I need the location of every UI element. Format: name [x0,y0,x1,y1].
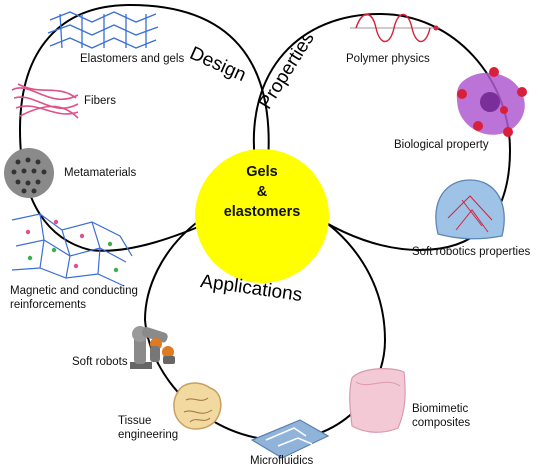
reinforcement-network-icon [11,213,133,287]
metamaterial-sphere-icon [4,148,54,198]
tissue-icon [173,382,222,430]
biological-property-label: Biological property [394,139,489,151]
center-circle [195,149,329,283]
soft-robots-label: Soft robots [72,356,128,368]
composite-icon [349,368,406,433]
center-title: Gels & elastomers [200,162,324,222]
metamaterials-label: Metamaterials [64,167,137,179]
center-line-3: elastomers [223,204,301,220]
microfluidics-label: Microfluidics [250,455,314,467]
elastomers-gels-label: Elastomers and gels [80,53,185,65]
biomimetic-label: Biomimetic composites [412,403,471,430]
magnetic-label: Magnetic and conducting reinforcements [10,285,138,312]
gel-dome-icon [435,179,505,240]
elastomer-network-icon [47,11,159,49]
center-line-1: Gels [246,164,278,180]
metamaterial-holes [11,157,47,194]
biological-cell-icon [456,67,527,137]
fibers-label: Fibers [84,95,116,107]
center-line-2: & [256,184,268,200]
design-ring [18,3,270,252]
polymer-physics-label: Polymer physics [346,53,430,65]
soft-robotics-properties-label: Soft robotics properties [412,246,531,258]
soft-robot-arm-icon [130,326,175,369]
tissue-label: Tissue engineering [118,415,179,442]
reinforcement-particles [25,219,119,273]
fibers-icon [11,83,79,119]
polymer-helix-icon [350,13,440,43]
microfluidic-chip-icon [250,419,330,459]
